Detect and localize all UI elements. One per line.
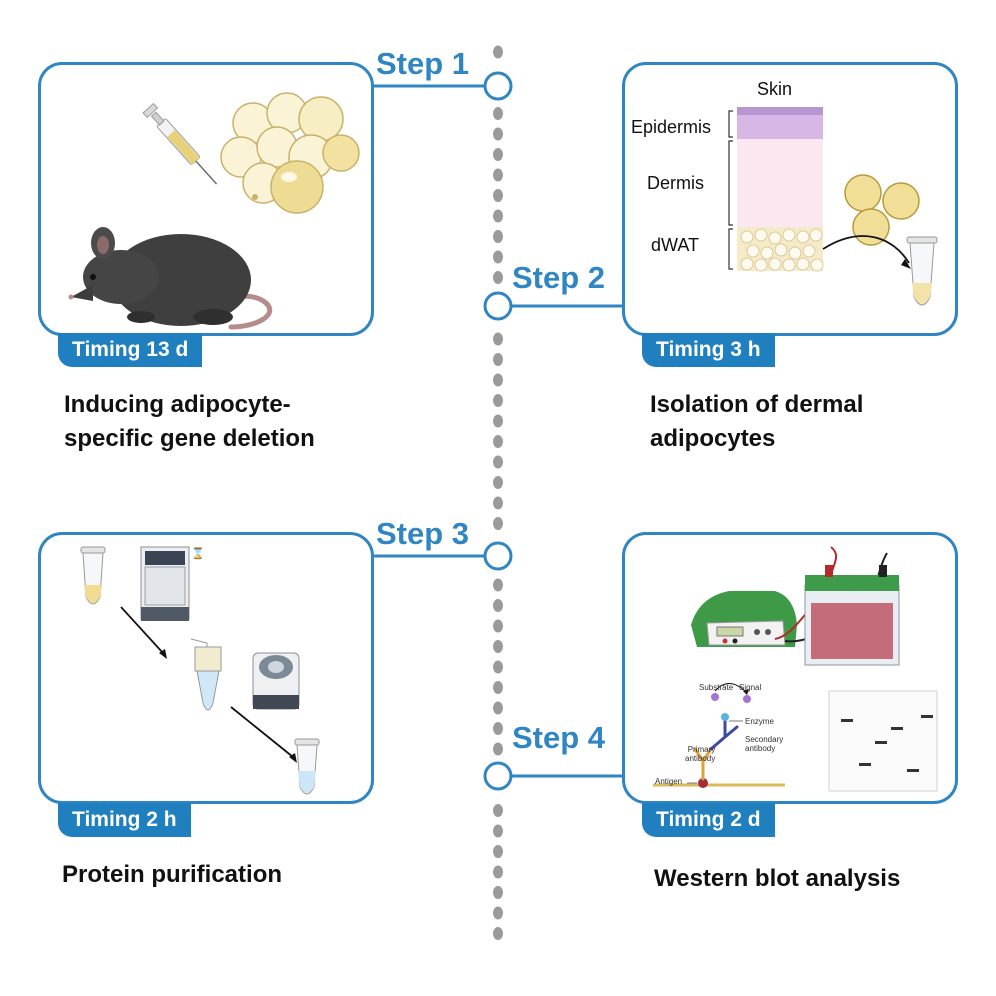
timeline-dot (493, 660, 503, 674)
step-1-caption-line-2: specific gene deletion (64, 425, 315, 452)
timeline-dot (493, 148, 503, 161)
primary-antibody-label: Primary antibody (685, 745, 715, 763)
syringe-icon (142, 102, 218, 185)
timeline-dot (493, 599, 503, 612)
timeline-dot (493, 722, 503, 735)
step-4-caption: Western blot analysis (654, 862, 900, 896)
timeline-dot (493, 824, 503, 838)
epidermis-label: Epidermis (631, 117, 712, 137)
blot-membrane (828, 690, 938, 792)
timeline-dot (493, 701, 503, 715)
step-2-panel: Skin Epidermis Dermis dWAT (622, 62, 958, 336)
centrifuge-icon (252, 652, 300, 710)
timeline-dot (493, 271, 503, 284)
secondary-antibody-label: Secondary antibody (745, 735, 783, 753)
timeline-node-step-4 (483, 761, 513, 791)
svg-text:⌛: ⌛ (191, 547, 205, 560)
timeline-dot (493, 927, 503, 940)
electrophoresis-tank-icon (804, 565, 900, 666)
dwat-label: dWAT (651, 235, 699, 255)
timeline-dot (493, 496, 503, 510)
timeline-dot (493, 189, 503, 202)
step-4-caption-line-1: Western blot analysis (654, 865, 901, 892)
mouse-icon (68, 227, 273, 330)
primary-antibody-label-line-2: antibody (685, 754, 716, 763)
step-3-label: Step 3 (376, 516, 470, 551)
timeline-dots (493, 45, 503, 940)
step-1-panel (38, 62, 374, 336)
timeline-dot (493, 209, 503, 223)
timeline-dot (493, 906, 503, 920)
timeline-dot (493, 435, 503, 448)
timeline-dot (493, 373, 503, 387)
mouse-injection-illustration (68, 92, 360, 330)
step-4-panel: Substrate Signal Enzyme Secondary antibo… (622, 532, 958, 804)
isolated-adipocytes-icon (844, 174, 920, 246)
tube-icon (906, 236, 938, 306)
timeline-node-step-2 (483, 291, 513, 321)
timeline-dot (493, 414, 503, 428)
timeline-dot (493, 578, 503, 592)
step-4-timing-badge: Timing 2 d (642, 803, 775, 837)
timeline-dot (493, 250, 503, 264)
skin-title: Skin (757, 79, 793, 99)
sample-tube-icon (80, 546, 106, 605)
enzyme-label: Enzyme (745, 717, 774, 726)
protein-purification-illustration: ⌛ (80, 546, 320, 795)
timeline-dot (493, 455, 503, 469)
power-supply-icon (691, 591, 797, 647)
primary-antibody-label-line-1: Primary (687, 745, 716, 754)
adipocyte-cluster-icon (220, 92, 360, 214)
step-1-timing-badge: Timing 13 d (58, 333, 203, 367)
timeline-dot (493, 353, 503, 366)
timeline-dot (493, 45, 503, 59)
substrate-label: Substrate (699, 683, 734, 692)
timeline-dot (493, 865, 503, 879)
skin-layers-illustration (728, 107, 938, 306)
timeline-dot (493, 168, 503, 182)
step-3-caption: Protein purification (62, 858, 282, 892)
step-2-timing-badge: Timing 3 h (642, 333, 775, 367)
timeline-dot (493, 127, 503, 141)
freezer-icon: ⌛ (140, 546, 205, 621)
step-1-label: Step 1 (376, 46, 470, 81)
step-2-caption: Isolation of dermal adipocytes (650, 388, 863, 456)
dermis-layer (737, 139, 823, 227)
timeline-dot (493, 517, 503, 530)
spin-column-icon (190, 638, 222, 711)
step-1-caption: Inducing adipocyte- specific gene deleti… (64, 388, 315, 456)
secondary-antibody-label-line-1: Secondary (745, 735, 784, 744)
step-2-label: Step 2 (512, 260, 606, 295)
timeline-dot (493, 845, 503, 858)
purified-protein-tube-icon (294, 738, 320, 795)
antibody-schematic (653, 683, 785, 788)
timeline-dot (493, 640, 503, 653)
step-4-label: Step 4 (512, 720, 606, 755)
timeline-dot (493, 804, 503, 817)
timeline-dot (493, 886, 503, 899)
antigen-label: Antigen (655, 777, 683, 786)
step-3-panel: ⌛ (38, 532, 374, 804)
step-3-timing-badge: Timing 2 h (58, 803, 191, 837)
signal-label: Signal (739, 683, 762, 692)
step-3-caption-line-1: Protein purification (62, 861, 283, 888)
step-2-caption-line-1: Isolation of dermal (650, 391, 864, 418)
timeline-dot (493, 742, 503, 756)
secondary-antibody-label-line-2: antibody (745, 744, 776, 753)
timeline-dot (493, 230, 503, 243)
timeline-node-step-1 (483, 71, 513, 101)
dermis-label: Dermis (647, 173, 704, 193)
timeline-node-step-3 (483, 541, 513, 571)
timeline-dot (493, 107, 503, 120)
timeline-dot (493, 681, 503, 694)
step-1-caption-line-1: Inducing adipocyte- (64, 391, 291, 418)
western-blot-illustration (653, 546, 938, 792)
step-2-caption-line-2: adipocytes (650, 425, 776, 452)
timeline-dot (493, 332, 503, 346)
timeline-dot (493, 619, 503, 633)
timeline-dot (493, 476, 503, 489)
timeline-dot (493, 394, 503, 407)
